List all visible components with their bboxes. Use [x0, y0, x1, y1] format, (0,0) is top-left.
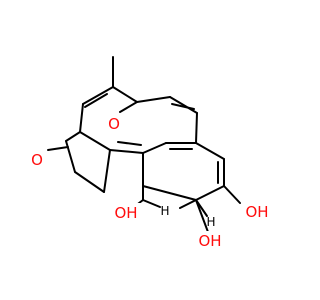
atom-labels: O O OH OH OH H H — [27, 114, 275, 251]
ketone-oxygen-label: O — [31, 151, 43, 169]
bond — [142, 142, 167, 154]
bond — [119, 101, 138, 113]
molecule-drawing: O O OH OH OH H H — [27, 56, 275, 251]
bond — [79, 131, 111, 151]
bond — [169, 96, 198, 114]
bond — [142, 185, 197, 201]
bond — [136, 96, 171, 103]
hydrogen-label-1: H — [160, 204, 169, 218]
bond-double — [47, 146, 69, 151]
bond — [195, 199, 209, 233]
bond — [82, 86, 114, 105]
bond — [195, 112, 198, 144]
hydrogen-label-2: H — [206, 215, 215, 229]
bond — [195, 185, 225, 201]
bridge-oxygen-label: O — [108, 115, 120, 133]
bond-double — [117, 141, 142, 146]
bond — [103, 149, 111, 193]
bond — [195, 142, 225, 160]
bond — [142, 199, 161, 208]
hydroxyl-label-1: OH — [114, 204, 137, 222]
bond — [79, 103, 84, 133]
bond — [109, 149, 144, 154]
bond — [112, 86, 138, 103]
hydroxyl-label-2: OH — [245, 203, 268, 221]
bond — [65, 140, 76, 173]
hydroxyl-label-3: OH — [198, 232, 221, 250]
bond — [179, 199, 197, 209]
bond — [74, 171, 105, 193]
bond — [65, 131, 81, 142]
structure-diagram: O O OH OH OH H H — [27, 56, 275, 251]
bonds — [47, 56, 241, 233]
bond-double — [84, 93, 108, 108]
bond — [223, 185, 241, 204]
